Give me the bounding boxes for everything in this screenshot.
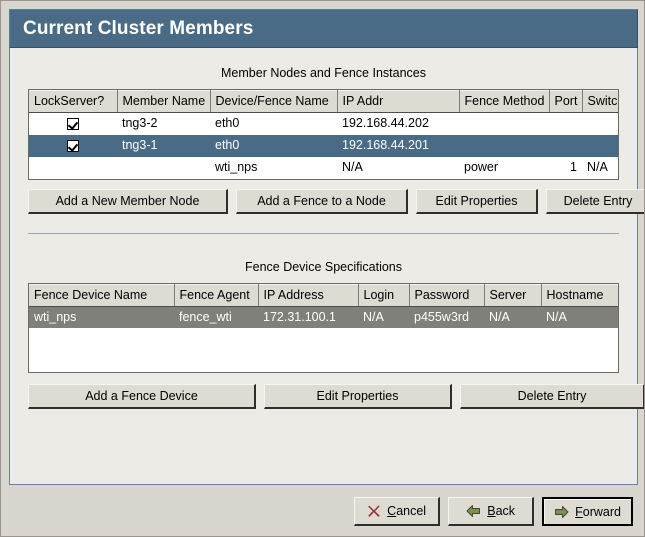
back-button[interactable]: Back	[448, 497, 535, 526]
forward-mnemonic: F	[575, 504, 583, 519]
lockserver-checkbox[interactable]	[67, 117, 79, 130]
cell-lockserver[interactable]	[29, 134, 117, 157]
col-header-lockserver[interactable]: LockServer?	[29, 90, 118, 113]
cell-port: 1	[570, 160, 577, 174]
col-header-ip-address[interactable]: IP Address	[258, 283, 359, 307]
cell-port	[549, 134, 582, 157]
delete-entry-button-fence[interactable]: Delete Entry	[460, 384, 644, 409]
back-button-label: Back	[487, 504, 515, 518]
arrow-left-icon	[466, 504, 481, 518]
cell-ip-address: 172.31.100.1	[258, 306, 358, 328]
col-header-fence-agent[interactable]: Fence Agent	[174, 283, 259, 307]
page-title: Current Cluster Members	[23, 17, 254, 39]
wizard-button-bar: Cancel Back Forward	[1, 485, 644, 536]
dialog-title-bar: Current Cluster Members	[9, 9, 638, 48]
cell-fence-method	[459, 113, 549, 135]
cell-device-fence-name: wti_nps	[215, 160, 258, 174]
table-empty-row	[29, 350, 618, 372]
table-row[interactable]: wti_nps fence_wti 172.31.100.1 N/A p455w…	[29, 306, 618, 328]
col-header-fence-device-name[interactable]: Fence Device Name	[29, 283, 175, 307]
cell-password: p455w3rd	[409, 306, 484, 328]
cell-ip-addr: N/A	[342, 160, 363, 174]
cancel-mnemonic: C	[387, 504, 397, 518]
forward-button-label: Forward	[575, 505, 621, 519]
cell-device-fence-name: eth0	[215, 116, 240, 131]
member-nodes-table[interactable]: LockServer? Member Name Device/Fence Nam…	[28, 89, 619, 180]
cell-ip-addr: 192.168.44.201	[337, 134, 459, 157]
edit-properties-button-member[interactable]: Edit Properties	[416, 188, 538, 214]
cell-port	[549, 113, 582, 135]
dialog-content-panel: Member Nodes and Fence Instances LockSer…	[9, 48, 644, 485]
cell-lockserver[interactable]	[29, 113, 117, 135]
fence-section-caption: Fence Device Specifications	[244, 259, 403, 274]
lockserver-checkbox[interactable]	[67, 139, 79, 152]
empty-cell	[29, 328, 618, 350]
back-label-rest: ack	[495, 504, 516, 518]
table-row[interactable]: wti_nps N/A power 1 N/A	[29, 157, 618, 179]
cell-server: N/A	[484, 306, 541, 328]
col-header-server[interactable]: Server	[484, 283, 542, 307]
col-header-fence-method[interactable]: Fence Method	[459, 90, 550, 113]
arrow-right-icon	[554, 505, 569, 519]
back-mnemonic: B	[487, 504, 496, 518]
forward-label-rest: orward	[582, 504, 621, 519]
col-header-device-fence-name[interactable]: Device/Fence Name	[210, 90, 338, 113]
col-header-password[interactable]: Password	[409, 283, 485, 307]
cell-member-name: tng3-2	[122, 116, 158, 131]
cell-login: N/A	[358, 306, 409, 328]
col-header-hostname[interactable]: Hostname	[541, 283, 618, 307]
cancel-button[interactable]: Cancel	[354, 497, 441, 526]
table-empty-row	[29, 328, 618, 350]
cell-fence-method: power	[464, 160, 499, 174]
add-fence-to-node-button[interactable]: Add a Fence to a Node	[236, 188, 408, 214]
fence-devices-table[interactable]: Fence Device Name Fence Agent IP Address…	[28, 282, 619, 373]
member-table-header-row: LockServer? Member Name Device/Fence Nam…	[29, 90, 618, 113]
forward-button[interactable]: Forward	[542, 497, 633, 526]
cancel-x-icon	[367, 504, 381, 518]
delete-entry-button-member[interactable]: Delete Entry	[546, 188, 644, 214]
col-header-member-name[interactable]: Member Name	[117, 90, 211, 113]
add-fence-device-button[interactable]: Add a Fence Device	[28, 384, 256, 409]
edit-properties-button-fence[interactable]: Edit Properties	[264, 384, 452, 409]
cancel-button-label: Cancel	[387, 504, 426, 518]
col-header-port[interactable]: Port	[549, 90, 583, 113]
add-new-member-node-button[interactable]: Add a New Member Node	[28, 188, 228, 214]
cell-fence-method	[459, 134, 549, 157]
cell-ip-addr: 192.168.44.202	[342, 116, 429, 131]
table-row[interactable]: tng3-2 eth0 192.168.44.202	[29, 113, 618, 135]
cell-switch: N/A	[587, 160, 608, 174]
cell-fence-device-name: wti_nps	[29, 306, 174, 328]
empty-cell	[29, 350, 618, 372]
cell-member-name: tng3-1	[117, 134, 210, 157]
member-section-caption: Member Nodes and Fence Instances	[221, 66, 426, 80]
cell-fence-agent: fence_wti	[174, 306, 258, 328]
cell-switch	[582, 113, 618, 135]
col-header-ip-addr[interactable]: IP Addr	[337, 90, 460, 113]
member-section-button-row: Add a New Member Node Add a Fence to a N…	[28, 188, 644, 214]
cell-lockserver	[29, 157, 117, 179]
cancel-label-rest: ancel	[396, 504, 427, 518]
cell-switch	[582, 134, 618, 157]
col-header-login[interactable]: Login	[358, 283, 410, 307]
table-row[interactable]: tng3-1 eth0 192.168.44.201	[29, 134, 618, 157]
fence-table-header-row: Fence Device Name Fence Agent IP Address…	[29, 283, 618, 307]
cell-member-name	[117, 157, 210, 179]
cell-device-fence-name: eth0	[210, 134, 337, 157]
col-header-switch[interactable]: Switch	[582, 90, 618, 113]
fence-section-button-row: Add a Fence Device Edit Properties Delet…	[28, 384, 644, 409]
section-divider	[28, 232, 619, 234]
cell-hostname: N/A	[541, 306, 618, 328]
